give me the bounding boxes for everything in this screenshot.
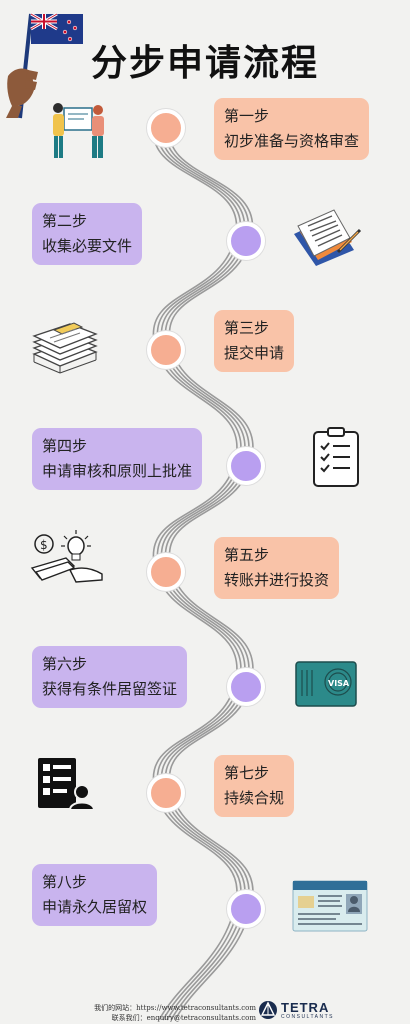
step-8: 第八步 申请永久居留权: [32, 864, 157, 926]
step-7: 第七步 持续合规: [214, 755, 294, 817]
brand-subtitle: CONSULTANTS: [281, 1014, 334, 1021]
step-4-number: 第四步: [42, 434, 192, 459]
visa-stamp-text: VISA: [328, 679, 350, 688]
footer-contact: 我们的网站：https://www.tetraconsultants.com 联…: [60, 1003, 256, 1023]
road-node-1: [147, 109, 185, 147]
checklist-clipboard-icon: [312, 426, 360, 488]
road-node-6: [227, 668, 265, 706]
visa-passport-icon: VISA: [294, 660, 358, 708]
step-3: 第三步 提交申请: [214, 310, 294, 372]
documents-pen-icon: [288, 206, 362, 268]
document-person-icon: [36, 756, 94, 812]
step-5-text: 转账并进行投资: [224, 568, 329, 593]
step-5-number: 第五步: [224, 543, 329, 568]
brand-title: TETRA: [281, 1001, 334, 1014]
step-3-number: 第三步: [224, 316, 284, 341]
step-6: 第六步 获得有条件居留签证: [32, 646, 187, 708]
step-6-text: 获得有条件居留签证: [42, 677, 177, 702]
road-node-8: [227, 890, 265, 928]
residence-card-icon: [292, 880, 368, 932]
money-investment-icon: $: [30, 528, 104, 586]
step-2-text: 收集必要文件: [42, 234, 132, 259]
tetra-logo-icon: [258, 1000, 278, 1020]
page-title: 分步申请流程: [0, 34, 410, 86]
paper-stack-icon: [30, 318, 100, 374]
footer-website[interactable]: 我们的网站：https://www.tetraconsultants.com: [60, 1003, 256, 1013]
step-1-number: 第一步: [224, 104, 359, 129]
footer-email[interactable]: 联系我们：enquiry@tetraconsultants.com: [60, 1013, 256, 1023]
road-node-7: [147, 774, 185, 812]
step-7-text: 持续合规: [224, 786, 284, 811]
step-5: 第五步 转账并进行投资: [214, 537, 339, 599]
brand-name: TETRA CONSULTANTS: [281, 1001, 334, 1021]
road-node-3: [147, 331, 185, 369]
svg-text:$: $: [40, 538, 48, 552]
road-node-5: [147, 553, 185, 591]
step-6-number: 第六步: [42, 652, 177, 677]
step-2-number: 第二步: [42, 209, 132, 234]
step-4-text: 申请审核和原则上批准: [42, 459, 192, 484]
team-planning-icon: [50, 100, 108, 164]
road-node-4: [227, 447, 265, 485]
step-7-number: 第七步: [224, 761, 284, 786]
step-8-text: 申请永久居留权: [42, 895, 147, 920]
road-node-2: [227, 222, 265, 260]
step-1: 第一步 初步准备与资格审查: [214, 98, 369, 160]
step-8-number: 第八步: [42, 870, 147, 895]
step-1-text: 初步准备与资格审查: [224, 129, 359, 154]
step-2: 第二步 收集必要文件: [32, 203, 142, 265]
step-4: 第四步 申请审核和原则上批准: [32, 428, 202, 490]
step-3-text: 提交申请: [224, 341, 284, 366]
